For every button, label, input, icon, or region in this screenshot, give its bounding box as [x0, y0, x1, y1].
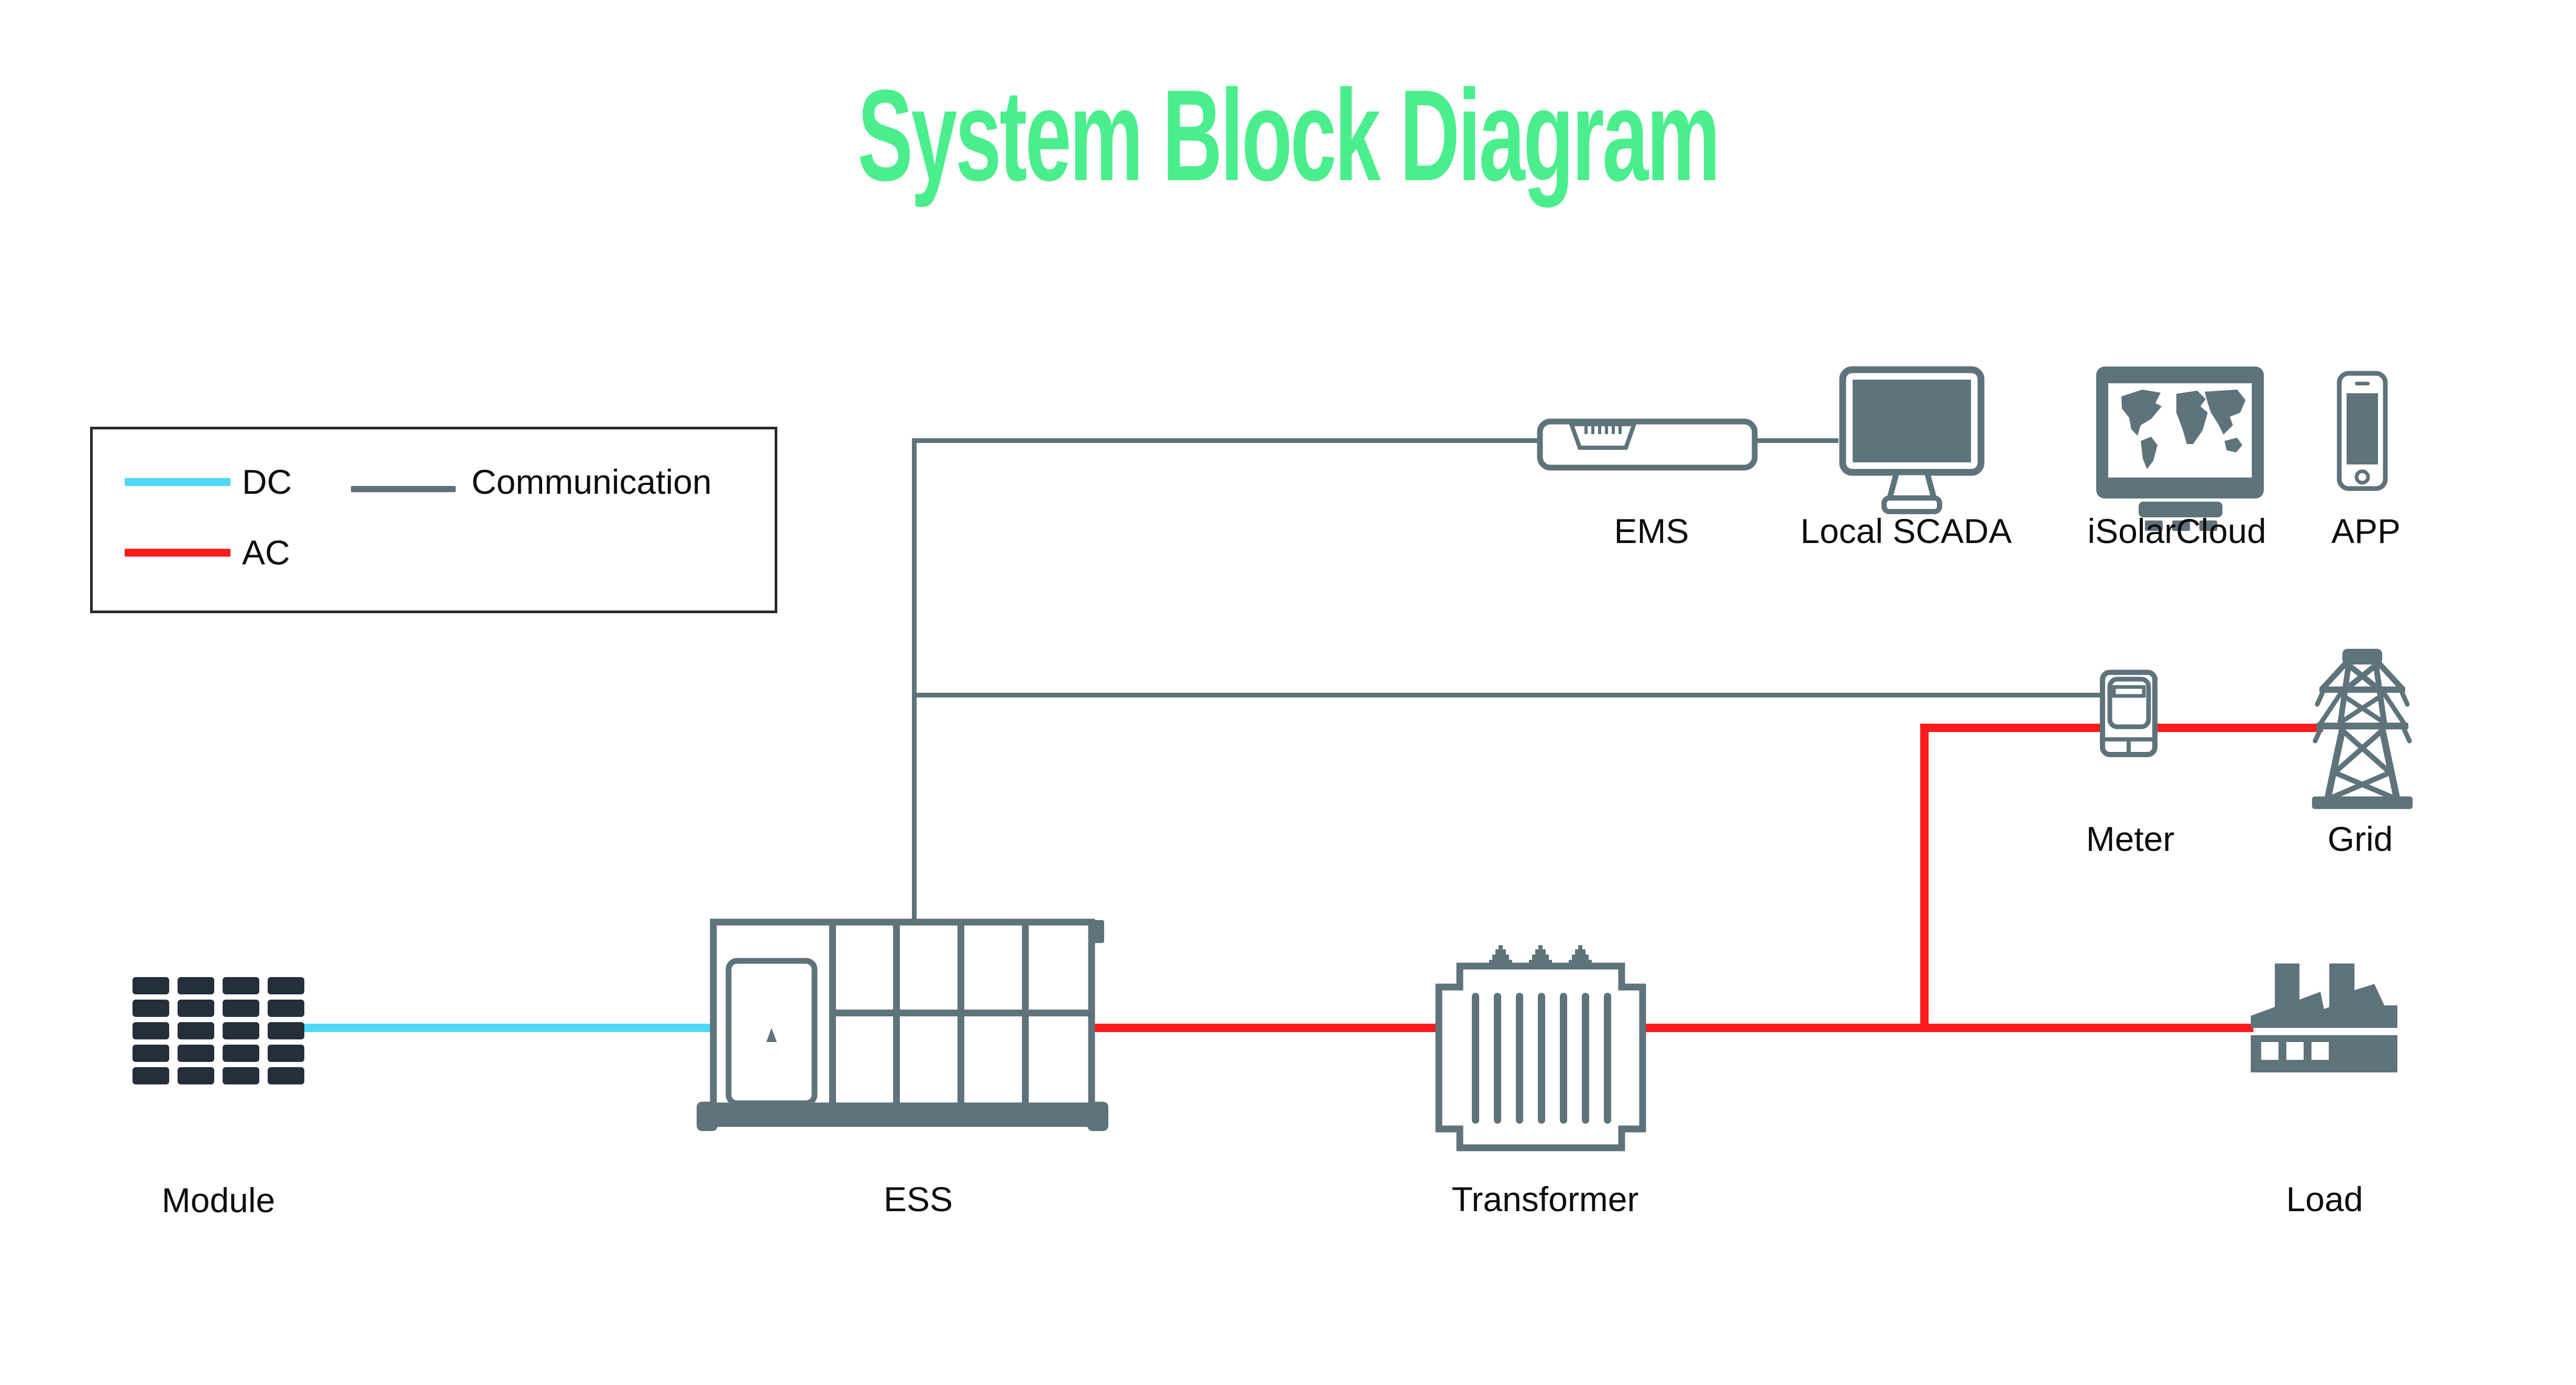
transformer-icon	[1435, 945, 1646, 1151]
dc-line-swatch	[125, 478, 230, 486]
legend-communication-label: Communication	[471, 462, 712, 501]
ac-riser-line	[1920, 724, 1929, 1032]
dc-line-module-ess	[302, 1024, 712, 1032]
energy-meter-icon	[2100, 670, 2157, 757]
comm-line-ems-scada	[914, 438, 1839, 443]
ac-line-transformer-load	[1639, 1024, 2253, 1032]
communication-line-swatch	[351, 486, 456, 492]
world-map-monitor-icon	[2096, 367, 2264, 531]
meter-label: Meter	[2086, 819, 2175, 858]
smartphone-icon	[2337, 371, 2388, 491]
ems-label: EMS	[1614, 512, 1689, 550]
legend-box: DC Communication AC	[90, 427, 777, 613]
transmission-tower-icon	[2312, 649, 2413, 809]
monitor-icon	[1839, 366, 1985, 514]
comm-line-ess-vertical	[912, 438, 917, 920]
app-label: APP	[2331, 512, 2401, 550]
factory-icon	[2251, 963, 2397, 1072]
page-title: System Block Diagram	[857, 62, 1720, 208]
local-scada-label: Local SCADA	[1800, 512, 2012, 550]
load-label: Load	[2286, 1180, 2363, 1218]
ess-label: ESS	[883, 1180, 953, 1218]
legend-ac-label: AC	[242, 533, 290, 572]
ac-line-ess-transformer	[1092, 1024, 1439, 1032]
solar-panel-icon	[133, 977, 304, 1084]
grid-label: Grid	[2327, 819, 2393, 858]
battery-container-icon	[697, 918, 1108, 1131]
isolarcloud-label: iSolarCloud	[2087, 512, 2266, 550]
ac-line-swatch	[125, 549, 230, 557]
ems-controller-icon	[1537, 418, 1758, 471]
legend-dc-label: DC	[242, 462, 292, 501]
module-label: Module	[161, 1181, 276, 1220]
transformer-label: Transformer	[1451, 1180, 1639, 1218]
comm-line-ess-meter	[914, 693, 2100, 697]
